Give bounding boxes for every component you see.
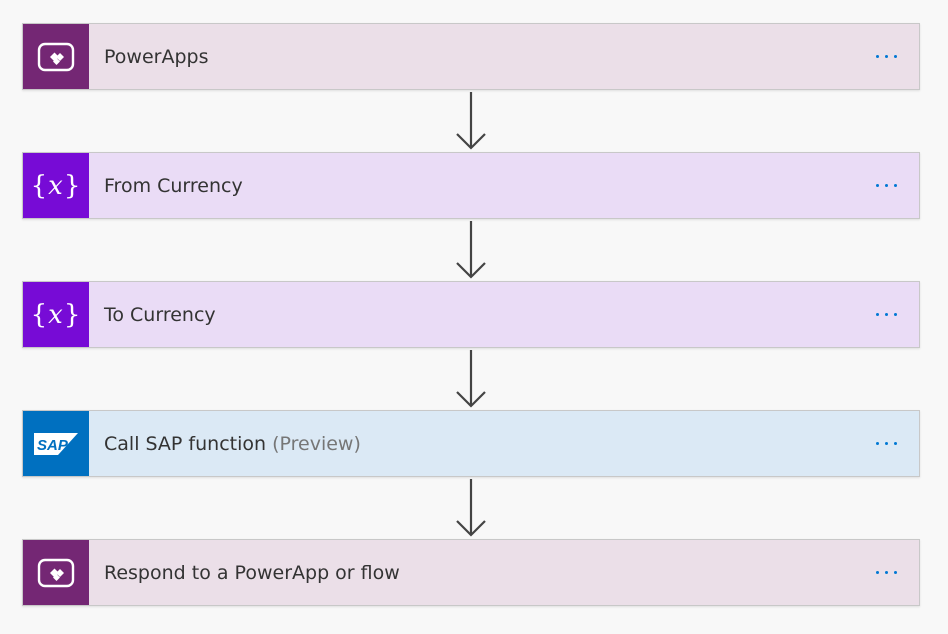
step-title: PowerApps <box>104 45 209 68</box>
svg-text:SAP: SAP <box>37 437 69 454</box>
more-options-icon[interactable] <box>872 176 901 196</box>
step-icon-box <box>23 540 89 605</box>
arrow-down-icon <box>456 479 486 537</box>
sap-icon: SAP <box>34 432 78 455</box>
more-options-icon[interactable] <box>872 47 901 67</box>
flow-step-from-currency[interactable]: {x} From Currency <box>22 152 920 219</box>
more-options-icon[interactable] <box>872 305 901 325</box>
step-icon-box: {x} <box>23 153 89 218</box>
preview-tag: (Preview) <box>272 432 361 455</box>
step-title: Respond to a PowerApp or flow <box>104 561 400 584</box>
step-title: Call SAP function (Preview) <box>104 432 361 455</box>
step-icon-box <box>23 24 89 89</box>
flow-step-powerapps[interactable]: PowerApps <box>22 23 920 90</box>
step-title: To Currency <box>104 303 216 326</box>
arrow-down-icon <box>456 350 486 408</box>
variable-icon: {x} <box>30 170 82 201</box>
step-icon-box: SAP <box>23 411 89 476</box>
more-options-icon[interactable] <box>872 434 901 454</box>
step-title: From Currency <box>104 174 243 197</box>
more-options-icon[interactable] <box>872 563 901 583</box>
powerapps-icon <box>37 42 75 71</box>
variable-icon: {x} <box>30 299 82 330</box>
flow-step-call-sap-function[interactable]: SAP Call SAP function (Preview) <box>22 410 920 477</box>
flow-step-respond[interactable]: Respond to a PowerApp or flow <box>22 539 920 606</box>
step-icon-box: {x} <box>23 282 89 347</box>
flow-step-to-currency[interactable]: {x} To Currency <box>22 281 920 348</box>
arrow-down-icon <box>456 92 486 150</box>
powerapps-icon <box>37 558 75 587</box>
arrow-down-icon <box>456 221 486 279</box>
